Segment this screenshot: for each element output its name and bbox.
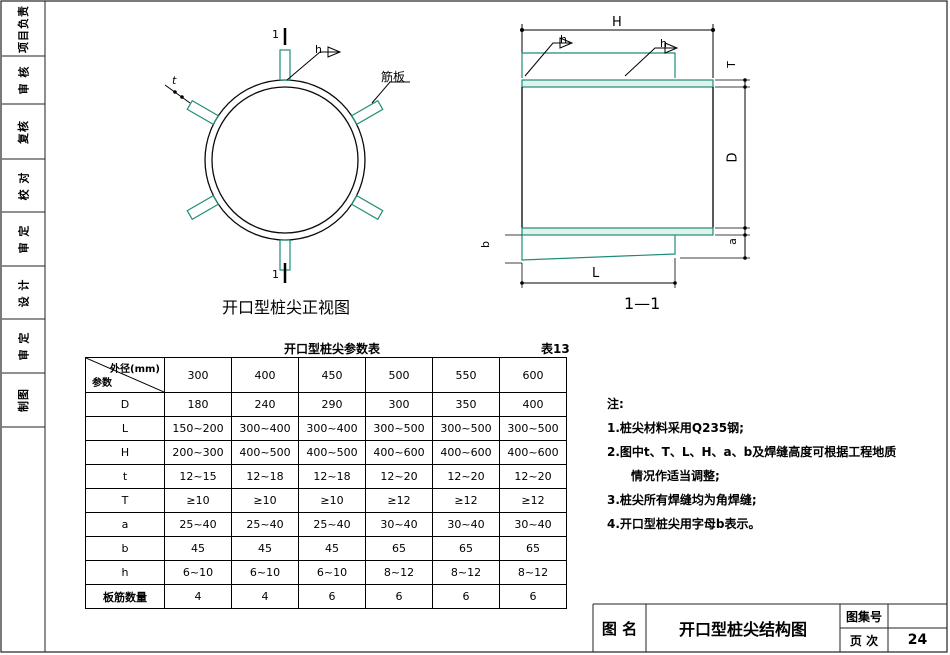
notes-block: 注: 1.桩尖材料采用Q235钢; 2.图中t、T、L、H、a、b及焊缝高度可根… bbox=[607, 392, 896, 536]
table-cell: 6~10 bbox=[164, 560, 232, 585]
corner-bottom-label: 参数 bbox=[92, 378, 112, 389]
section-view-drawing bbox=[505, 24, 750, 288]
title-block-drawing-name: 开口型桩尖结构图 bbox=[678, 620, 807, 639]
table-cell: 12~20 bbox=[432, 464, 500, 489]
front-view-caption: 开口型桩尖正视图 bbox=[222, 298, 351, 317]
title-block-atlas-no bbox=[888, 604, 947, 628]
notes-title: 注: bbox=[607, 397, 624, 411]
params-table: 外径(mm) 参数 300 400 450 500 550 600 D 180 … bbox=[85, 357, 567, 609]
table-row: T ≥10 ≥10 ≥10 ≥12 ≥12 ≥12 bbox=[85, 488, 567, 513]
dim-label-H: H bbox=[612, 15, 622, 30]
table-cell: 12~18 bbox=[298, 464, 366, 489]
table-cell: 6 bbox=[432, 584, 500, 609]
table-cell: ≥10 bbox=[298, 488, 366, 513]
section-mark-bottom: 1 bbox=[272, 268, 279, 281]
table-row: h 6~10 6~10 6~10 8~12 8~12 8~12 bbox=[85, 560, 567, 585]
table-cell: 6 bbox=[499, 584, 567, 609]
section-view-caption: 1—1 bbox=[624, 294, 661, 313]
table-row: b 45 45 45 65 65 65 bbox=[85, 536, 567, 561]
table-cell: 45 bbox=[298, 536, 366, 561]
note-item: 1.桩尖材料采用Q235钢; bbox=[607, 421, 744, 435]
title-block-label-page: 页 次 bbox=[849, 633, 879, 648]
table-title: 开口型桩尖参数表 bbox=[284, 342, 381, 356]
table-cell: 8~12 bbox=[499, 560, 567, 585]
column-header: 400 bbox=[231, 357, 299, 393]
column-header: 600 bbox=[499, 357, 567, 393]
table-cell: 180 bbox=[164, 392, 232, 417]
table-cell: 6 bbox=[298, 584, 366, 609]
plate-label: 筋板 bbox=[381, 70, 406, 84]
table-row: 板筋数量 4 4 6 6 6 6 bbox=[85, 584, 567, 609]
corner-top-label: 外径(mm) bbox=[110, 364, 160, 375]
table-cell: 400~600 bbox=[499, 440, 567, 465]
table-header-row: 外径(mm) 参数 300 400 450 500 550 600 bbox=[85, 357, 567, 393]
table-cell: 45 bbox=[231, 536, 299, 561]
dim-label-L: L bbox=[592, 266, 600, 281]
title-block-label-atlas: 图集号 bbox=[845, 609, 882, 624]
table-cell: ≥10 bbox=[231, 488, 299, 513]
table-cell: 200~300 bbox=[164, 440, 232, 465]
title-block-page-no: 24 bbox=[907, 632, 928, 648]
weld-label-h2: h bbox=[660, 37, 667, 50]
table-cell: 400~600 bbox=[432, 440, 500, 465]
thickness-label-t: t bbox=[172, 74, 177, 87]
table-row: D 180 240 290 300 350 400 bbox=[85, 392, 567, 417]
table-cell: 6 bbox=[365, 584, 433, 609]
title-block-label-name: 图 名 bbox=[601, 619, 638, 638]
table-cell: ≥12 bbox=[499, 488, 567, 513]
note-item: 情况作适当调整; bbox=[631, 469, 720, 483]
weld-label-h: h bbox=[315, 43, 322, 56]
column-header: 500 bbox=[365, 357, 433, 393]
table-number: 表13 bbox=[541, 342, 570, 356]
corner-cell: 外径(mm) 参数 bbox=[85, 357, 165, 393]
section-mark-top: 1 bbox=[272, 28, 279, 41]
table-cell: ≥12 bbox=[432, 488, 500, 513]
table-row: H 200~300 400~500 400~500 400~600 400~60… bbox=[85, 440, 567, 465]
table-row: L 150~200 300~400 300~400 300~500 300~50… bbox=[85, 416, 567, 441]
table-cell: 300~500 bbox=[432, 416, 500, 441]
note-item: 3.桩尖所有焊缝均为角焊缝; bbox=[607, 493, 757, 507]
table-row: a 25~40 25~40 25~40 30~40 30~40 30~40 bbox=[85, 512, 567, 537]
note-item: 4.开口型桩尖用字母b表示。 bbox=[607, 517, 761, 531]
table-cell: 400~600 bbox=[365, 440, 433, 465]
row-label: T bbox=[85, 488, 165, 513]
row-label: 板筋数量 bbox=[85, 584, 165, 609]
table-cell: 4 bbox=[231, 584, 299, 609]
table-cell: 300~500 bbox=[365, 416, 433, 441]
table-cell: ≥12 bbox=[365, 488, 433, 513]
table-cell: 300~500 bbox=[499, 416, 567, 441]
table-cell: 300 bbox=[365, 392, 433, 417]
table-cell: 400~500 bbox=[231, 440, 299, 465]
note-item: 2.图中t、T、L、H、a、b及焊缝高度可根据工程地质 bbox=[607, 445, 897, 459]
front-view-drawing bbox=[164, 28, 410, 283]
weld-label-h1: h bbox=[560, 33, 567, 46]
table-cell: 300~400 bbox=[298, 416, 366, 441]
column-header: 450 bbox=[298, 357, 366, 393]
table-cell: 65 bbox=[365, 536, 433, 561]
